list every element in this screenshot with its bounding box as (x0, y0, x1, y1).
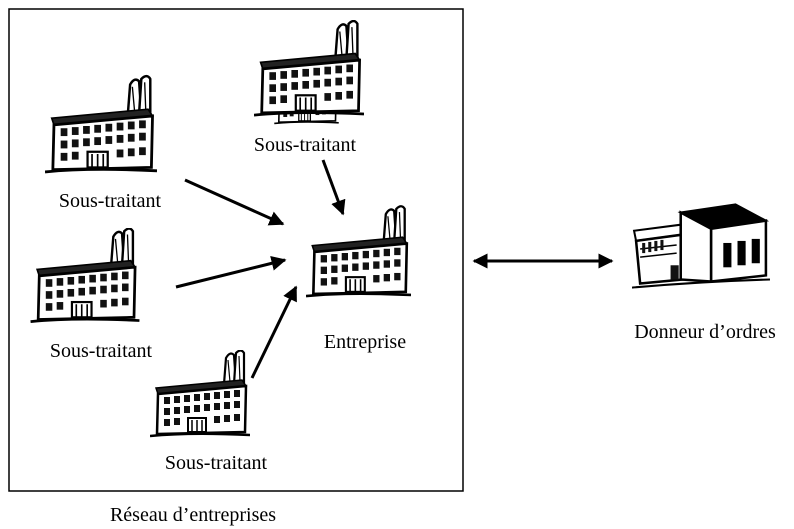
subcontractor-label: Sous-traitant (59, 190, 162, 212)
factory-icon (254, 20, 364, 117)
company-label: Entreprise (324, 331, 406, 353)
arrow-subcontractor-4 (250, 285, 298, 379)
subcontractor-label: Sous-traitant (165, 452, 268, 474)
factory-icon (306, 204, 411, 298)
factory-icon (45, 74, 157, 174)
factory-icon (150, 350, 250, 438)
warehouse-icon (630, 203, 772, 289)
client-label: Donneur d’ordres (634, 321, 776, 343)
arrow-subcontractor-1 (184, 178, 285, 226)
network-caption: Réseau d’entreprises (110, 504, 276, 526)
factory-icon (30, 228, 140, 324)
subcontractor-label: Sous-traitant (254, 134, 357, 156)
network-frame (8, 8, 464, 492)
arrow-subcontractor-3 (175, 255, 287, 289)
subcontractor-label: Sous-traitant (50, 340, 153, 362)
arrow-subcontractor-2 (321, 159, 346, 216)
